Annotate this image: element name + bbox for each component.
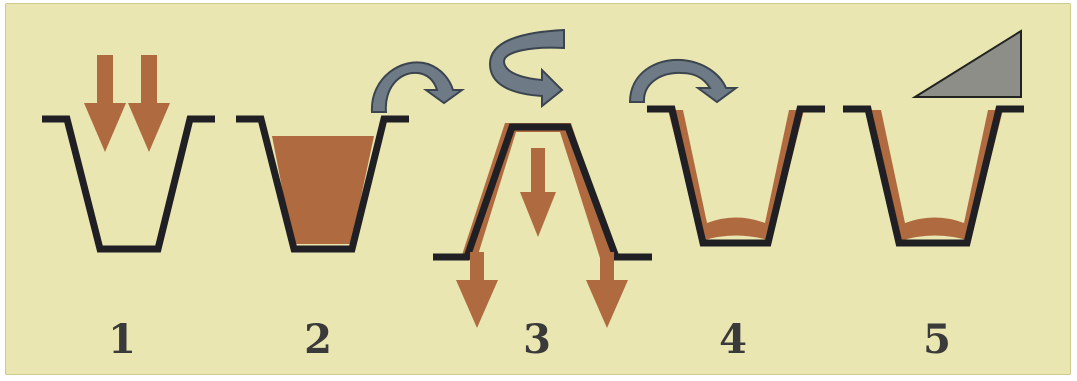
step-label-5: 5 bbox=[923, 316, 951, 363]
step-4-group bbox=[628, 58, 825, 247]
pour-arrows-icon bbox=[84, 55, 170, 152]
drain-arrow-left bbox=[456, 252, 498, 328]
drain-arrow-right bbox=[586, 252, 628, 328]
mold-step-1 bbox=[42, 115, 215, 253]
pour-arrow-right bbox=[128, 55, 170, 152]
slurry-fill-step-2 bbox=[272, 136, 374, 244]
pour-arrow-left bbox=[84, 55, 126, 152]
step-3-group bbox=[433, 28, 652, 328]
drain-arrow-center bbox=[520, 148, 556, 237]
step-5-group bbox=[843, 29, 1024, 247]
invert-arrow-icon bbox=[370, 61, 466, 113]
step-1-group bbox=[42, 55, 215, 253]
step-2-group bbox=[236, 61, 466, 253]
step-label-1: 1 bbox=[108, 316, 136, 363]
step-label-4: 4 bbox=[719, 316, 747, 363]
step-label-2: 2 bbox=[304, 316, 332, 363]
mold-step-3 bbox=[433, 123, 652, 261]
drain-arrows bbox=[456, 148, 628, 328]
cast-layer-step-4 bbox=[668, 110, 804, 241]
return-arrow-icon bbox=[628, 58, 740, 104]
mold-step-2 bbox=[236, 115, 409, 253]
cast-layer-step-5 bbox=[866, 110, 1003, 241]
rotate-arrow-icon bbox=[488, 28, 565, 109]
mold-step-4 bbox=[647, 105, 825, 247]
scraper-blade-icon bbox=[911, 29, 1022, 98]
mold-step-5 bbox=[843, 105, 1024, 247]
step-label-3: 3 bbox=[523, 316, 551, 363]
